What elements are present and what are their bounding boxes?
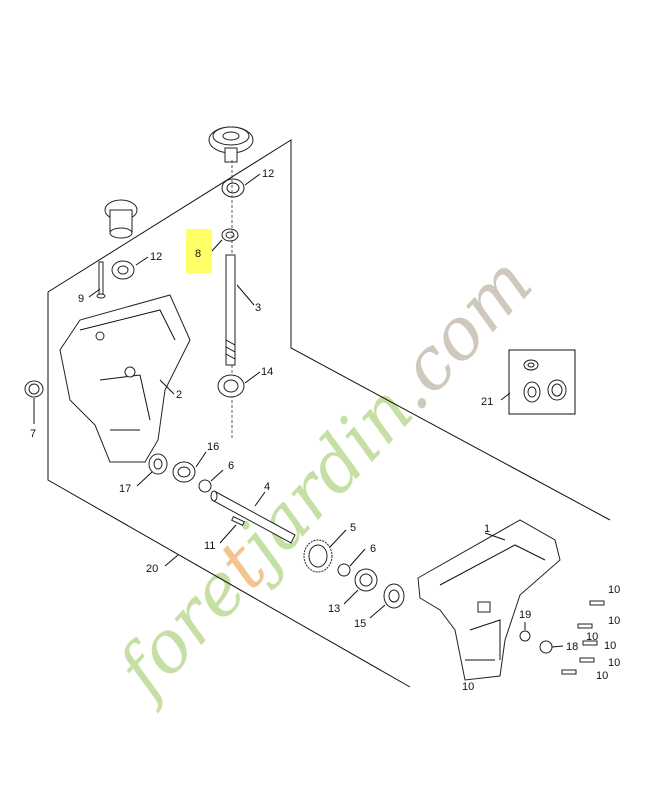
bearing-12-left — [111, 260, 135, 280]
callout-10-g: 10 — [462, 681, 474, 693]
callout-6-lower: 6 — [370, 543, 376, 555]
washer-8 — [221, 228, 239, 242]
callout-7: 7 — [30, 428, 36, 440]
callout-labels: 12 8 3 14 12 9 2 7 17 16 6 4 11 5 6 13 1… — [30, 168, 620, 693]
callout-1: 1 — [484, 523, 490, 535]
callout-10-e: 10 — [604, 640, 616, 652]
screws-10 — [561, 600, 605, 675]
gear-5 — [303, 539, 333, 573]
callout-14: 14 — [261, 366, 273, 378]
callout-10-f: 10 — [596, 670, 608, 682]
callout-11: 11 — [204, 540, 215, 552]
callout-15: 15 — [354, 618, 366, 630]
top-gear — [208, 126, 254, 163]
callout-5: 5 — [350, 522, 356, 534]
bearing-14 — [217, 374, 245, 398]
assembly-frame — [47, 139, 611, 688]
plug-18 — [539, 640, 553, 654]
ring-6-upper — [198, 479, 212, 493]
key-11 — [231, 515, 245, 527]
callout-12-left: 12 — [150, 251, 162, 263]
callout-3: 3 — [255, 302, 261, 314]
callout-2: 2 — [176, 389, 182, 401]
callout-16: 16 — [207, 441, 219, 453]
kit-inset-box — [508, 349, 576, 415]
callout-10-a: 10 — [608, 584, 620, 596]
callout-4: 4 — [264, 481, 270, 493]
highlight-ref-8 — [186, 229, 212, 273]
leader-lines — [33, 173, 564, 648]
bearing-13 — [354, 568, 378, 592]
callout-20: 20 — [146, 563, 158, 575]
callout-10-d: 10 — [608, 657, 620, 669]
kit-inset-parts — [523, 359, 567, 403]
bearing-12-top — [221, 178, 245, 198]
callout-13: 13 — [328, 603, 340, 615]
washer-17 — [148, 453, 168, 475]
bolt-9 — [96, 261, 106, 299]
seal-7 — [24, 380, 44, 398]
shaft-3 — [225, 254, 236, 366]
callout-12-top: 12 — [262, 168, 274, 180]
washer-15 — [383, 583, 405, 609]
housing-1 — [417, 519, 561, 681]
callout-21: 21 — [481, 396, 493, 408]
housing-2 — [59, 294, 191, 463]
callout-8: 8 — [195, 248, 201, 260]
callout-19: 19 — [519, 609, 531, 621]
bearing-16 — [172, 461, 196, 483]
callout-10-c: 10 — [586, 631, 598, 643]
small-gear — [104, 199, 138, 239]
callout-9: 9 — [78, 293, 84, 305]
plug-19 — [519, 630, 531, 642]
ring-6-lower — [337, 563, 351, 577]
callout-18: 18 — [566, 641, 578, 653]
callout-10-b: 10 — [608, 615, 620, 627]
shaft-4 — [210, 490, 296, 544]
callout-6-upper: 6 — [228, 460, 234, 472]
callout-17: 17 — [119, 483, 131, 495]
